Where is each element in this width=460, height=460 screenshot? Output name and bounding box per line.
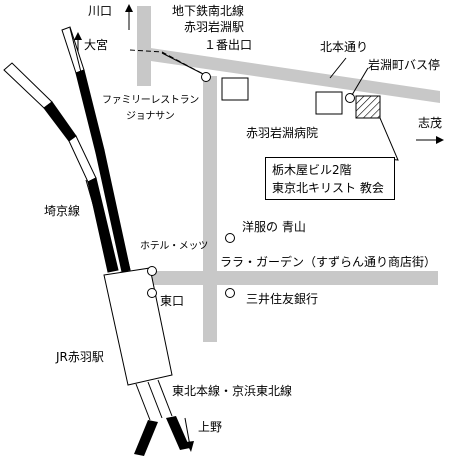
- label-akabane-iwabuchi-station: 赤羽岩淵駅: [184, 20, 245, 34]
- arrow-up-icon: [125, 4, 133, 30]
- label-omiya: 大宮: [84, 38, 109, 52]
- road-vertical-west: [137, 6, 151, 86]
- label-tohoku-keihin-line: 東北本線・京浜東北線: [172, 384, 293, 398]
- arrow-down-icon: [184, 417, 194, 452]
- road-lala-garden: [120, 271, 438, 285]
- aoyama-marker-icon: [225, 233, 235, 243]
- label-lala-garden: ララ・ガーデン（すずらん通り商店街）: [220, 255, 437, 269]
- label-hotel-mets: ホテル・メッツ: [140, 241, 208, 252]
- hospital-building: [315, 91, 343, 115]
- hotel-marker-icon: [147, 266, 157, 276]
- east-exit-marker-icon: [147, 288, 157, 298]
- bus-stop-marker-icon: [345, 93, 355, 103]
- tohoku-railway: [61, 26, 131, 273]
- label-subway-line: 地下鉄南北線: [172, 4, 245, 18]
- kitamoto-leader: [329, 57, 347, 79]
- label-kawaguchi: 川口: [88, 4, 113, 18]
- jonathan-building: [221, 77, 249, 101]
- label-saikyo-line: 埼京線: [44, 204, 81, 218]
- destination-building: [355, 95, 381, 119]
- arrow-right-icon: [416, 136, 444, 144]
- label-family-restaurant: ファミリーレストラン: [102, 95, 199, 106]
- destination-line1: 栃木屋ビル2階: [272, 163, 352, 177]
- jr-akabane-platform: [103, 267, 173, 386]
- roads: [120, 6, 440, 342]
- road-vertical-main: [203, 76, 217, 342]
- road-kitamoto-dori: [137, 46, 440, 103]
- arrow-up-icon: [74, 32, 82, 52]
- label-shimo: 志茂: [418, 116, 443, 130]
- label-hospital: 赤羽岩淵病院: [246, 126, 319, 140]
- label-youfuku-aoyama: 洋服の 青山: [242, 220, 306, 234]
- label-exit-1: １番出口: [204, 38, 253, 52]
- destination-callout: 栃木屋ビル2階 東京北キリスト 教会: [265, 157, 395, 200]
- south-railway: [134, 379, 190, 456]
- exit-1-marker-icon: [201, 72, 211, 82]
- subway-line-pointer: [161, 52, 206, 76]
- label-iwabuchicho-bus-stop: 岩淵町バス停: [368, 58, 441, 72]
- bus-stop-leader: [351, 67, 369, 96]
- label-ueno: 上野: [198, 420, 223, 434]
- label-jr-akabane-station: JR赤羽駅: [56, 350, 104, 364]
- saikyo-railway: [3, 62, 119, 273]
- label-east-exit: 東口: [160, 294, 185, 308]
- label-mitsui-sumitomo-bank: 三井住友銀行: [246, 292, 319, 306]
- bank-marker-icon: [225, 288, 235, 298]
- destination-leader: [377, 117, 399, 161]
- destination-line2: 東京北キリスト 教会: [272, 181, 384, 195]
- label-kitamoto-dori: 北本通り: [320, 40, 369, 54]
- label-jonathan: ジョナサン: [126, 111, 175, 122]
